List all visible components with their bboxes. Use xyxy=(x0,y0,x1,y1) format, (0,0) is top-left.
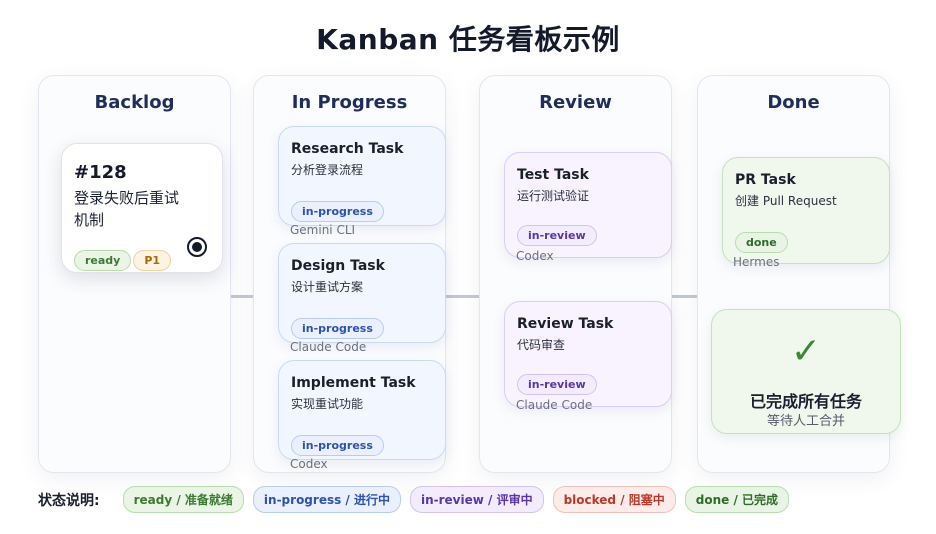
status-badge: in-review xyxy=(517,225,597,246)
connector-review-done xyxy=(670,295,698,298)
column-title-review: Review xyxy=(539,92,612,113)
card-subtitle: 创建 Pull Request xyxy=(735,194,837,208)
card-title: Research Task xyxy=(291,141,404,157)
column-title-in-progress: In Progress xyxy=(291,92,408,113)
column-backlog: Backlog xyxy=(38,75,231,473)
card-title: PR Task xyxy=(735,172,796,188)
completion-title: 已完成所有任务 xyxy=(749,392,862,411)
assignee-label: Codex xyxy=(516,249,554,263)
status-badge: in-progress xyxy=(291,435,384,456)
assignee-label: Codex xyxy=(290,457,328,471)
task-card-research[interactable]: Research Task 分析登录流程 in-progress xyxy=(278,126,446,226)
task-card-pr[interactable]: PR Task 创建 Pull Request done xyxy=(722,157,890,264)
completion-panel: ✓ 已完成所有任务 等待人工合并 xyxy=(711,309,901,434)
task-card-design[interactable]: Design Task 设计重试方案 in-progress xyxy=(278,243,446,343)
connector-backlog-inprogress xyxy=(230,295,256,298)
status-badge: in-review xyxy=(517,374,597,395)
tag-ready: ready xyxy=(74,250,132,271)
card-title: Implement Task xyxy=(291,375,416,391)
column-review: Review xyxy=(479,75,672,473)
card-title: Design Task xyxy=(291,258,385,274)
assignee-label: Hermes xyxy=(733,255,780,269)
task-card-test[interactable]: Test Task 运行测试验证 in-review xyxy=(504,152,672,258)
task-description: 登录失败后重试机制 xyxy=(74,189,180,229)
card-title: Test Task xyxy=(517,167,589,183)
legend-item-in-progress: in-progress / 进行中 xyxy=(252,486,401,513)
legend-label: 状态说明: xyxy=(38,492,100,509)
card-subtitle: 分析登录流程 xyxy=(291,163,364,177)
column-title-done: Done xyxy=(767,92,820,113)
legend-item-ready: ready / 准备就绪 xyxy=(122,486,244,513)
connector-inprogress-review xyxy=(445,295,481,298)
task-card-implement[interactable]: Implement Task 实现重试功能 in-progress xyxy=(278,360,446,460)
assignee-label: Gemini CLI xyxy=(290,223,356,237)
legend-item-done: done / 已完成 xyxy=(684,486,790,513)
assignee-label: Claude Code xyxy=(516,398,593,412)
status-badge: in-progress xyxy=(291,318,384,339)
card-subtitle: 运行测试验证 xyxy=(517,189,590,203)
featured-task-card[interactable]: #128 登录失败后重试机制 ready P1 xyxy=(61,143,223,273)
status-badge: in-progress xyxy=(291,201,384,222)
tag-priority: P1 xyxy=(133,250,172,271)
completion-subtitle: 等待人工合并 xyxy=(766,414,845,429)
task-card-review[interactable]: Review Task 代码审查 in-review xyxy=(504,301,672,407)
status-badge: done xyxy=(735,232,788,253)
card-subtitle: 实现重试功能 xyxy=(291,397,364,411)
radio-selected-icon[interactable] xyxy=(187,237,207,257)
column-title-backlog: Backlog xyxy=(94,92,175,113)
legend-item-blocked: blocked / 阻塞中 xyxy=(552,486,676,513)
card-title: Review Task xyxy=(517,316,614,332)
assignee-label: Claude Code xyxy=(290,340,367,354)
card-subtitle: 代码审查 xyxy=(517,338,566,352)
legend-item-in-review: in-review / 评审中 xyxy=(409,486,544,513)
checkmark-icon: ✓ xyxy=(790,331,822,372)
status-legend: 状态说明: ready / 准备就绪 in-progress / 进行中 in-… xyxy=(38,486,790,513)
card-subtitle: 设计重试方案 xyxy=(291,280,364,294)
board-title: Kanban 任务看板示例 xyxy=(316,23,620,56)
task-number: #128 xyxy=(74,162,127,183)
